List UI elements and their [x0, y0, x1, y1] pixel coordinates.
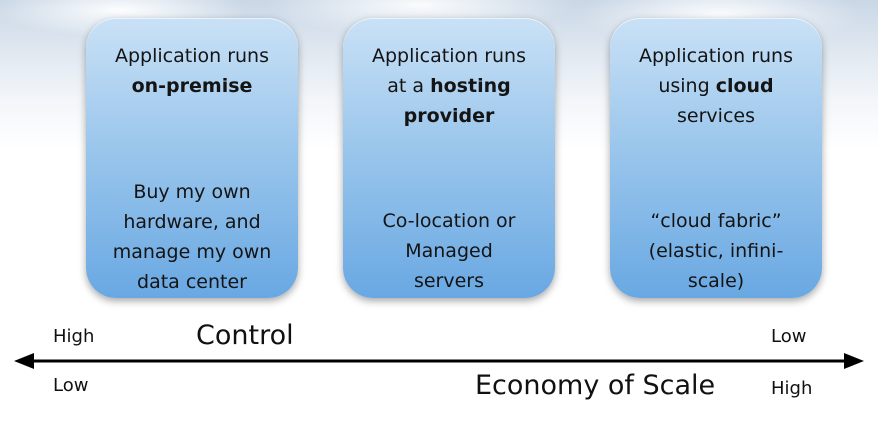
box-heading: Application runs at a hosting provider [351, 41, 547, 131]
box-heading-line: using cloud [618, 71, 814, 101]
box-heading: Application runs using cloud services [618, 41, 814, 131]
economy-axis-title: Economy of Scale [475, 370, 716, 401]
heading-emphasis: cloud [715, 75, 774, 97]
box-heading-line: Application runs [618, 41, 814, 71]
box-heading-line: Application runs [351, 41, 547, 71]
description-line: Co-location or [382, 210, 516, 232]
box-heading: Application runs on-premise [94, 41, 290, 101]
box-heading-line: provider [351, 101, 547, 131]
heading-text: services [677, 105, 755, 127]
box-heading-line: Application runs [94, 41, 290, 71]
heading-emphasis: hosting [430, 75, 511, 97]
box-description: Buy my own hardware, and manage my own d… [94, 177, 290, 297]
heading-text: Application runs [372, 45, 526, 67]
box-description: Co-location or Managed servers [351, 206, 547, 296]
description-line: servers [413, 270, 485, 292]
heading-text: Application runs [639, 45, 793, 67]
description-line: hardware, and [123, 211, 261, 233]
hosting-provider-box: Application runs at a hosting provider C… [343, 18, 555, 298]
heading-text: at a [387, 75, 431, 97]
control-low-label: Low [771, 326, 807, 347]
description-line: manage my own [112, 241, 272, 263]
box-description: “cloud fabric” (elastic, infini- scale) [618, 206, 814, 296]
heading-emphasis: on-premise [131, 75, 253, 97]
description-line: (elastic, infini- [648, 240, 784, 262]
heading-emphasis: provider [403, 105, 495, 127]
description-line: “cloud fabric” [650, 210, 782, 232]
heading-text: Application runs [115, 45, 269, 67]
arrow-right-head [844, 353, 864, 369]
description-line: data center [137, 271, 247, 293]
description-line: Managed [405, 240, 493, 262]
control-axis-title: Control [196, 320, 294, 351]
economy-high-label: High [771, 378, 813, 399]
box-heading-line: services [618, 101, 814, 131]
on-premise-box: Application runs on-premise Buy my own h… [86, 18, 298, 298]
cloud-services-box: Application runs using cloud services “c… [610, 18, 822, 298]
box-heading-line: at a hosting [351, 71, 547, 101]
economy-low-label: Low [53, 375, 89, 396]
description-line: scale) [687, 270, 745, 292]
control-high-label: High [53, 326, 95, 347]
box-heading-line: on-premise [94, 71, 290, 101]
heading-text: using [658, 75, 716, 97]
description-line: Buy my own [133, 181, 251, 203]
arrow-left-head [14, 353, 34, 369]
double-headed-arrow [14, 353, 864, 369]
